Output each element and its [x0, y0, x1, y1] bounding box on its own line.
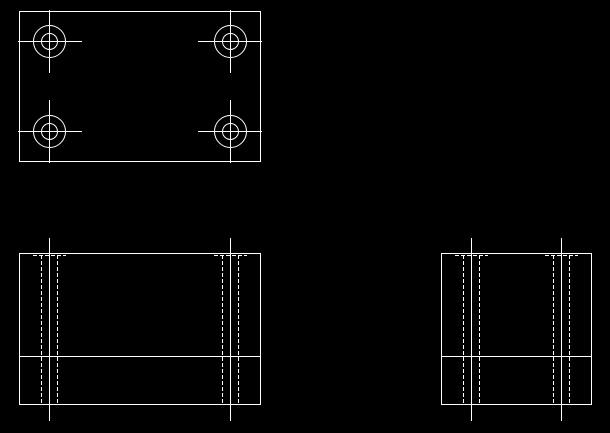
top-view [18, 10, 262, 163]
top-view-hole-bottom-left [18, 100, 82, 163]
side-view [441, 238, 592, 421]
top-view-hole-top-right [198, 10, 262, 73]
front-view [19, 238, 261, 421]
side-view-hole-left [455, 238, 488, 421]
top-view-hole-top-left [18, 10, 82, 73]
front-view-outline [19, 253, 261, 405]
front-view-hole-right [214, 238, 247, 421]
top-view-outline [19, 11, 261, 162]
top-view-hole-bottom-right [198, 100, 262, 163]
front-view-hole-left [33, 238, 66, 421]
side-view-hole-right [545, 238, 578, 421]
side-view-outline [441, 253, 592, 405]
